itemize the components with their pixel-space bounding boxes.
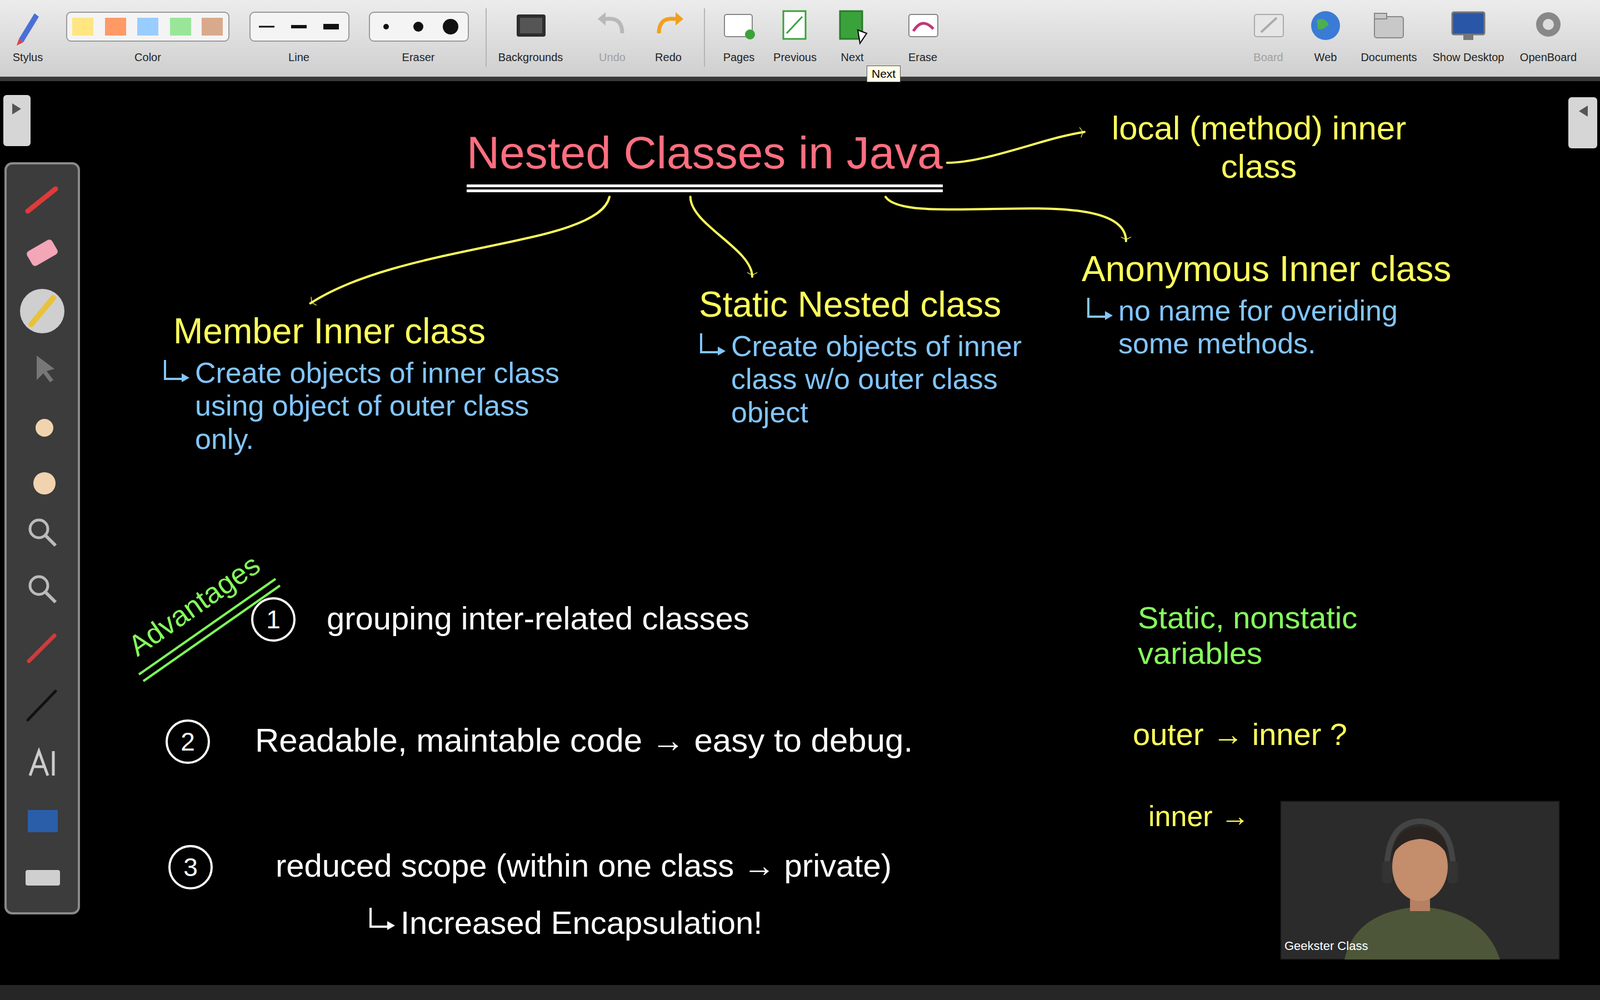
toolbar-label: Previous	[773, 51, 817, 64]
category-block: Anonymous Inner classno name for overidi…	[1081, 248, 1452, 361]
toolbar-label: OpenBoard	[1520, 51, 1577, 64]
side-note: inner →	[1148, 800, 1250, 834]
color-palette	[66, 12, 229, 42]
web-icon	[1311, 11, 1340, 40]
title-node: Nested Classes in Java	[466, 126, 943, 193]
category-description: Create objects of inner class using obje…	[158, 356, 581, 457]
connector-arrow	[690, 196, 753, 277]
backgrounds-icon	[516, 14, 546, 37]
line-width-picker	[250, 12, 349, 42]
webcam-name: Geekster Class	[1284, 938, 1368, 953]
toolbar-edge	[0, 76, 1600, 82]
stylus-icon	[16, 13, 39, 46]
toolbar-label: Line	[288, 51, 310, 64]
category-heading: Static Nested class	[694, 284, 1056, 326]
toolbar-label: Pages	[723, 51, 755, 64]
documents-icon	[1374, 13, 1404, 38]
show-desktop-icon	[1452, 12, 1485, 40]
callout-number: 2	[180, 727, 195, 757]
toolbar-label: Redo	[655, 51, 682, 64]
connector-arrow	[885, 196, 1127, 242]
advantage-text: grouping inter-related classes	[326, 600, 750, 638]
undo-icon	[597, 12, 623, 34]
advantage-text: Increased Encapsulation!	[363, 904, 763, 942]
category-heading: Anonymous Inner class	[1081, 248, 1452, 290]
toolbar-label: Documents	[1360, 51, 1417, 64]
toolbar-label: Undo	[598, 51, 626, 64]
status-bar	[0, 985, 1600, 1000]
category-description: no name for overiding some methods.	[1081, 294, 1404, 362]
side-tab	[1568, 97, 1598, 149]
previous-icon	[783, 11, 806, 39]
next-icon	[840, 11, 867, 44]
toolbar-label: Next	[840, 51, 864, 64]
category-label: local (method) inner class	[1092, 108, 1426, 186]
callout-circle: 3	[168, 845, 213, 890]
tool-panel	[5, 163, 79, 914]
category-heading: local (method) inner class	[1092, 108, 1426, 186]
openboard-icon	[1536, 12, 1561, 37]
tooltip: Next	[866, 65, 901, 83]
side-heading: Advantages	[122, 548, 267, 664]
pages-icon	[724, 14, 755, 40]
toolbar-label: Color	[134, 51, 162, 64]
callout-circle: 2	[165, 719, 210, 764]
board-icon	[1254, 14, 1284, 37]
toolbar-label: Stylus	[12, 51, 43, 64]
toolbar-label: Eraser	[402, 51, 435, 64]
toolbar-label: Backgrounds	[498, 51, 564, 64]
category-description: Create objects of inner class w/o outer …	[694, 330, 1056, 430]
advantage-text: Readable, maintable code → easy to debug…	[255, 721, 913, 760]
callout-number: 1	[266, 605, 281, 635]
erase-icon	[908, 14, 938, 37]
category-block: Static Nested classCreate objects of inn…	[694, 284, 1056, 430]
title-text: Nested Classes in Java	[466, 126, 943, 179]
toolbar-label: Board	[1253, 51, 1283, 64]
webcam-overlay	[1280, 801, 1560, 960]
category-heading: Member Inner class	[158, 311, 581, 353]
callout-circle: 1	[251, 597, 296, 642]
eraser-size-picker	[369, 12, 469, 42]
connector-arrow	[310, 196, 610, 304]
advantage-text: reduced scope (within one class → privat…	[275, 847, 892, 885]
toolbar	[0, 0, 1600, 77]
toolbar-label: Erase	[908, 51, 938, 64]
side-note: outer → inner ?	[1132, 716, 1348, 753]
callout-number: 3	[183, 852, 198, 883]
connector-arrow	[947, 131, 1085, 163]
category-block: Member Inner classCreate objects of inne…	[158, 311, 581, 457]
redo-icon	[658, 12, 684, 34]
toolbar-label: Web	[1314, 51, 1338, 64]
side-note: Static, nonstatic variables	[1137, 600, 1449, 672]
toolbar-label: Show Desktop	[1432, 51, 1505, 64]
side-tab	[3, 95, 31, 147]
